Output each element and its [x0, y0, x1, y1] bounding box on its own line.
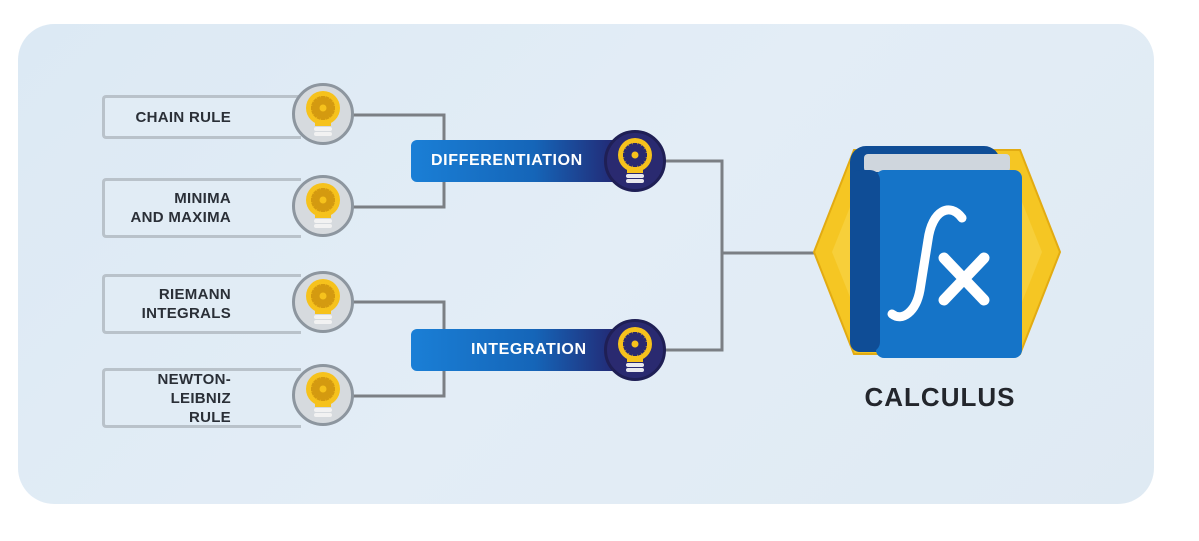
gear-bulb-graphic — [618, 138, 652, 183]
gear-bulb-icon — [292, 271, 354, 333]
leaf-newton-leibniz: NEWTON-LEIBNIZ RULE — [102, 368, 301, 428]
leaf-minima-maxima: MINIMA AND MAXIMA — [102, 178, 301, 238]
gear-bulb-graphic — [306, 372, 340, 417]
gear-bulb-icon — [604, 319, 666, 381]
branch-label: DIFFERENTIATION — [431, 152, 583, 169]
gear-bulb-icon — [604, 130, 666, 192]
gear-bulb-icon — [292, 175, 354, 237]
root-title: CALCULUS — [864, 382, 1016, 412]
gear-bulb-icon — [292, 83, 354, 145]
branch-differentiation: DIFFERENTIATION — [411, 140, 617, 182]
gear-bulb-graphic — [306, 279, 340, 324]
branch-integration: INTEGRATION — [411, 329, 617, 371]
leaf-chain-rule: CHAIN RULE — [102, 95, 301, 139]
gear-bulb-graphic — [306, 183, 340, 228]
gear-bulb-icon — [292, 364, 354, 426]
book-integral-icon — [812, 146, 1062, 358]
leaf-label: NEWTON-LEIBNIZ RULE — [157, 370, 231, 426]
connector-main — [665, 159, 724, 352]
leaf-riemann-integrals: RIEMANN INTEGRALS — [102, 274, 301, 334]
leaf-label: CHAIN RULE — [135, 108, 231, 126]
gear-bulb-graphic — [618, 327, 652, 372]
branch-label: INTEGRATION — [471, 341, 587, 358]
leaf-label: RIEMANN INTEGRALS — [141, 286, 231, 322]
leaf-label: MINIMA AND MAXIMA — [130, 190, 231, 226]
gear-bulb-graphic — [306, 91, 340, 136]
